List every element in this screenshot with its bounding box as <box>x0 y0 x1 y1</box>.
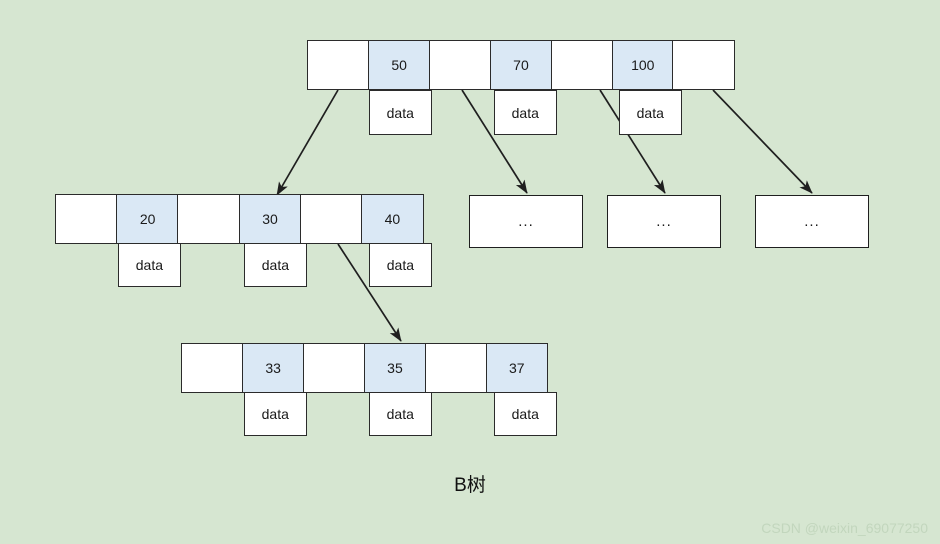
pointer-cell-2 <box>302 343 366 393</box>
diagram-caption: B树 <box>454 475 486 496</box>
leaf-node-lower: 33 35 37 <box>181 343 549 393</box>
key-cell-37: 37 <box>485 343 549 393</box>
pointer-cell-4 <box>550 40 614 90</box>
pointer-cell-4 <box>299 194 363 244</box>
key-cell-33: 33 <box>241 343 305 393</box>
data-box: data <box>369 243 432 287</box>
data-box: data <box>244 392 307 436</box>
watermark-text: CSDN @weixin_69077250 <box>761 520 928 536</box>
ellipsis-node-1: ... <box>469 195 583 248</box>
edge-root-p1-to-internal-left <box>276 89 339 196</box>
ellipsis-node-2: ... <box>607 195 721 248</box>
data-box: data <box>369 392 432 436</box>
key-cell-70: 70 <box>489 40 553 90</box>
data-box: data <box>118 243 181 287</box>
key-cell-50: 50 <box>367 40 431 90</box>
key-cell-30: 30 <box>238 194 302 244</box>
key-cell-20: 20 <box>116 194 179 244</box>
data-box: data <box>369 90 432 135</box>
data-box: data <box>494 392 557 436</box>
ellipsis-node-3: ... <box>755 195 869 248</box>
pointer-cell-0 <box>181 343 244 393</box>
key-cell-100: 100 <box>611 40 675 90</box>
pointer-cell-2 <box>177 194 241 244</box>
pointer-cell-0 <box>55 194 118 244</box>
root-node: 50 70 100 <box>307 40 735 90</box>
pointer-cell-4 <box>424 343 488 393</box>
data-box: data <box>619 90 682 135</box>
data-box: data <box>244 243 307 287</box>
internal-node-left: 20 30 40 <box>55 194 424 244</box>
pointer-cell-6 <box>672 40 735 90</box>
pointer-cell-2 <box>428 40 492 90</box>
key-cell-40: 40 <box>361 194 424 244</box>
key-cell-35: 35 <box>363 343 427 393</box>
data-box: data <box>494 90 557 135</box>
edge-root-p4-to-ellipsis-3 <box>712 89 813 194</box>
pointer-cell-0 <box>307 40 370 90</box>
